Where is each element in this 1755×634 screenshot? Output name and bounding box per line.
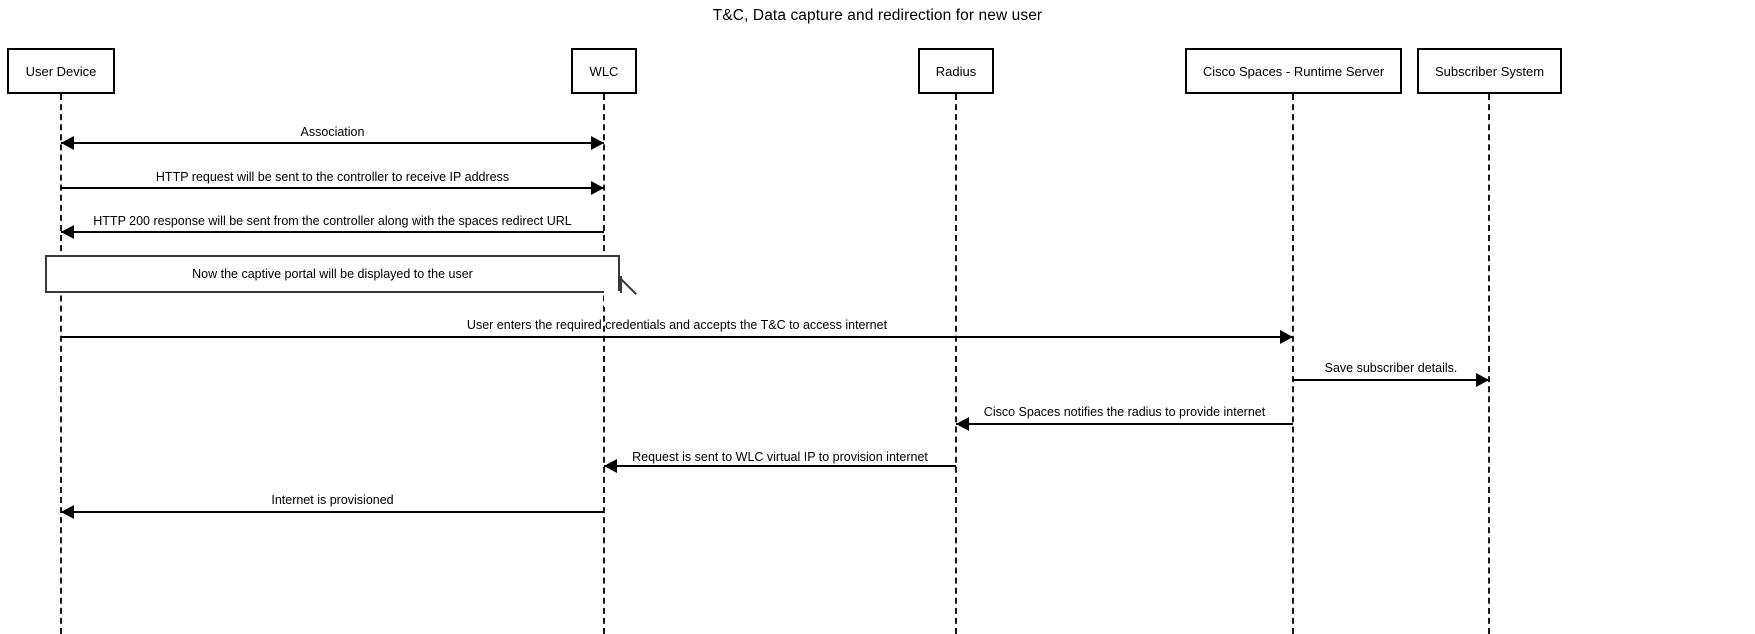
arrowhead-left-icon [956,417,969,431]
participant-subscriber-system[interactable]: Subscriber System [1417,48,1562,94]
participant-label: Radius [935,63,977,79]
message-label-save-subscriber-details: Save subscriber details. [1324,361,1458,375]
page-title: T&C, Data capture and redirection for ne… [712,7,1043,24]
message-line-association[interactable] [61,136,604,150]
message-label-http-request-ip: HTTP request will be sent to the control… [155,170,510,184]
arrowhead-left-icon [61,225,74,239]
message-line-request-wlc-virtual-ip[interactable] [604,459,956,473]
participant-label: Cisco Spaces - Runtime Server [1202,63,1385,79]
participant-label: User Device [25,63,97,79]
participant-label: Subscriber System [1434,63,1545,79]
message-label-http-200-redirect: HTTP 200 response will be sent from the … [93,214,572,228]
participant-cisco-spaces-runtime-server[interactable]: Cisco Spaces - Runtime Server [1185,48,1402,94]
message-label-association: Association [300,125,365,139]
participant-user-device[interactable]: User Device [7,48,115,94]
arrowhead-left-icon [61,136,74,150]
message-line-user-enters-credentials[interactable] [61,330,1293,344]
arrowhead-left-icon [61,505,74,519]
note-fold-edge [620,276,622,293]
lifeline-radius [955,94,957,634]
message-label-spaces-notifies-radius: Cisco Spaces notifies the radius to prov… [983,405,1266,419]
message-label-user-enters-credentials: User enters the required credentials and… [466,318,888,332]
lifeline-wlc [603,94,605,634]
arrowhead-right-icon [1476,373,1489,387]
participant-wlc[interactable]: WLC [571,48,637,94]
arrowhead-right-icon [1280,330,1293,344]
note-fold-corner-icon [604,291,620,307]
arrowhead-left-icon [604,459,617,473]
lifeline-subscriber-system [1488,94,1490,634]
participant-label: WLC [589,63,619,79]
message-line-internet-provisioned[interactable] [61,505,604,519]
message-label-request-wlc-virtual-ip: Request is sent to WLC virtual IP to pro… [632,450,928,464]
message-line-spaces-notifies-radius[interactable] [956,417,1293,431]
arrowhead-right-icon [591,136,604,150]
participant-radius[interactable]: Radius [918,48,994,94]
message-line-http-request-ip[interactable] [61,181,604,195]
message-line-save-subscriber-details[interactable] [1293,373,1489,387]
arrowhead-right-icon [591,181,604,195]
message-line-http-200-redirect[interactable] [61,225,604,239]
message-label-internet-provisioned: Internet is provisioned [271,493,394,507]
note-text: Now the captive portal will be displayed… [192,267,473,281]
note-captive-portal-note: Now the captive portal will be displayed… [45,255,620,293]
lifeline-user-device [60,94,62,634]
lifeline-cisco-spaces-runtime-server [1292,94,1294,634]
